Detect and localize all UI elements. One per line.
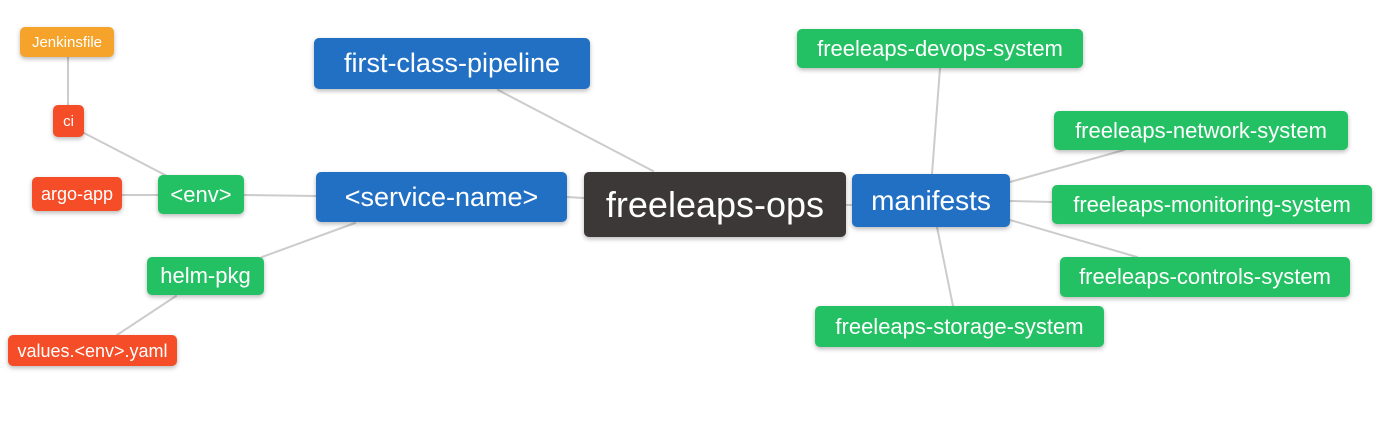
edge-manifests-devops xyxy=(931,67,941,175)
node-freeleaps-storage-system[interactable]: freeleaps-storage-system xyxy=(815,306,1104,347)
node-env[interactable]: <env> xyxy=(158,175,244,214)
node-argo-app[interactable]: argo-app xyxy=(32,177,122,211)
edge-manifests-monitoring xyxy=(1009,200,1053,203)
node-manifests[interactable]: manifests xyxy=(852,174,1010,227)
node-freeleaps-ops[interactable]: freeleaps-ops xyxy=(584,172,846,237)
node-ci[interactable]: ci xyxy=(53,105,84,137)
node-freeleaps-controls-system[interactable]: freeleaps-controls-system xyxy=(1060,257,1350,297)
node-helm-pkg[interactable]: helm-pkg xyxy=(147,257,264,295)
edge-pipeline-freeleaps-ops xyxy=(497,89,654,172)
node-freeleaps-network-system[interactable]: freeleaps-network-system xyxy=(1054,111,1348,150)
node-first-class-pipeline[interactable]: first-class-pipeline xyxy=(314,38,590,89)
edge-manifests-network xyxy=(1009,149,1125,183)
edge-manifests-storage xyxy=(936,226,954,307)
edge-manifests-controls xyxy=(1009,219,1138,258)
edge-env-service-name xyxy=(243,194,317,197)
node-service-name[interactable]: <service-name> xyxy=(316,172,567,222)
node-values-env-yaml[interactable]: values.<env>.yaml xyxy=(8,335,177,366)
node-jenkinsfile[interactable]: Jenkinsfile xyxy=(20,27,114,57)
edge-helm-pkg-service-name xyxy=(261,222,356,258)
node-freeleaps-devops-system[interactable]: freeleaps-devops-system xyxy=(797,29,1083,68)
edge-values-helm-pkg xyxy=(116,295,177,336)
edge-ci-env xyxy=(83,132,168,177)
edge-service-name-freeleaps-ops xyxy=(566,196,585,199)
node-freeleaps-monitoring-system[interactable]: freeleaps-monitoring-system xyxy=(1052,185,1372,224)
